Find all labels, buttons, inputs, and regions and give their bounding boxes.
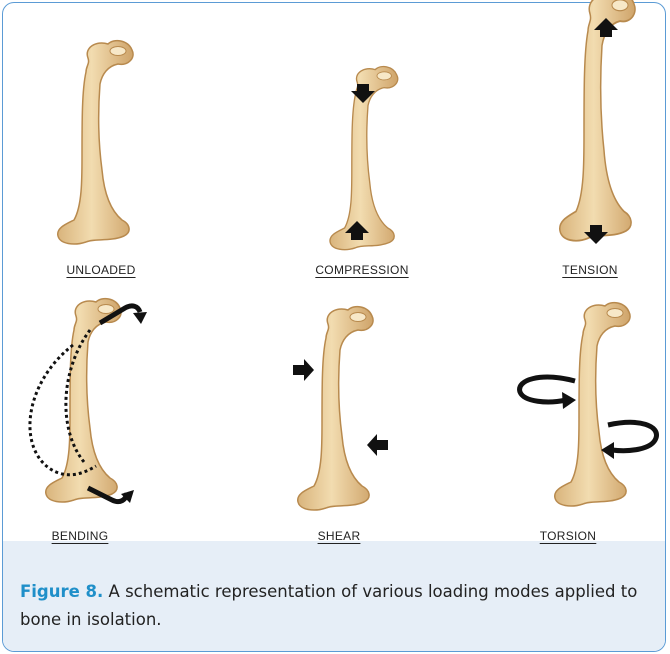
label-compression: COMPRESSION <box>315 263 408 277</box>
label-tension: TENSION <box>562 263 617 277</box>
label-bending: BENDING <box>52 529 109 543</box>
caption-text: A schematic representation of various lo… <box>20 582 637 629</box>
figure-label: Figure 8. <box>20 582 103 601</box>
bone-tension <box>560 0 635 241</box>
torsion-arrow-bottom-icon <box>601 422 657 459</box>
label-torsion: TORSION <box>540 529 597 543</box>
bone-shear <box>298 307 373 510</box>
torsion-arrow-top-icon <box>520 377 576 409</box>
label-unloaded: UNLOADED <box>66 263 135 277</box>
label-shear: SHEAR <box>318 529 361 543</box>
shear-arrow-left-icon <box>293 359 314 381</box>
shear-arrow-right-icon <box>367 434 388 456</box>
bone-unloaded <box>58 41 133 244</box>
figure-caption: Figure 8. A schematic representation of … <box>20 578 650 634</box>
